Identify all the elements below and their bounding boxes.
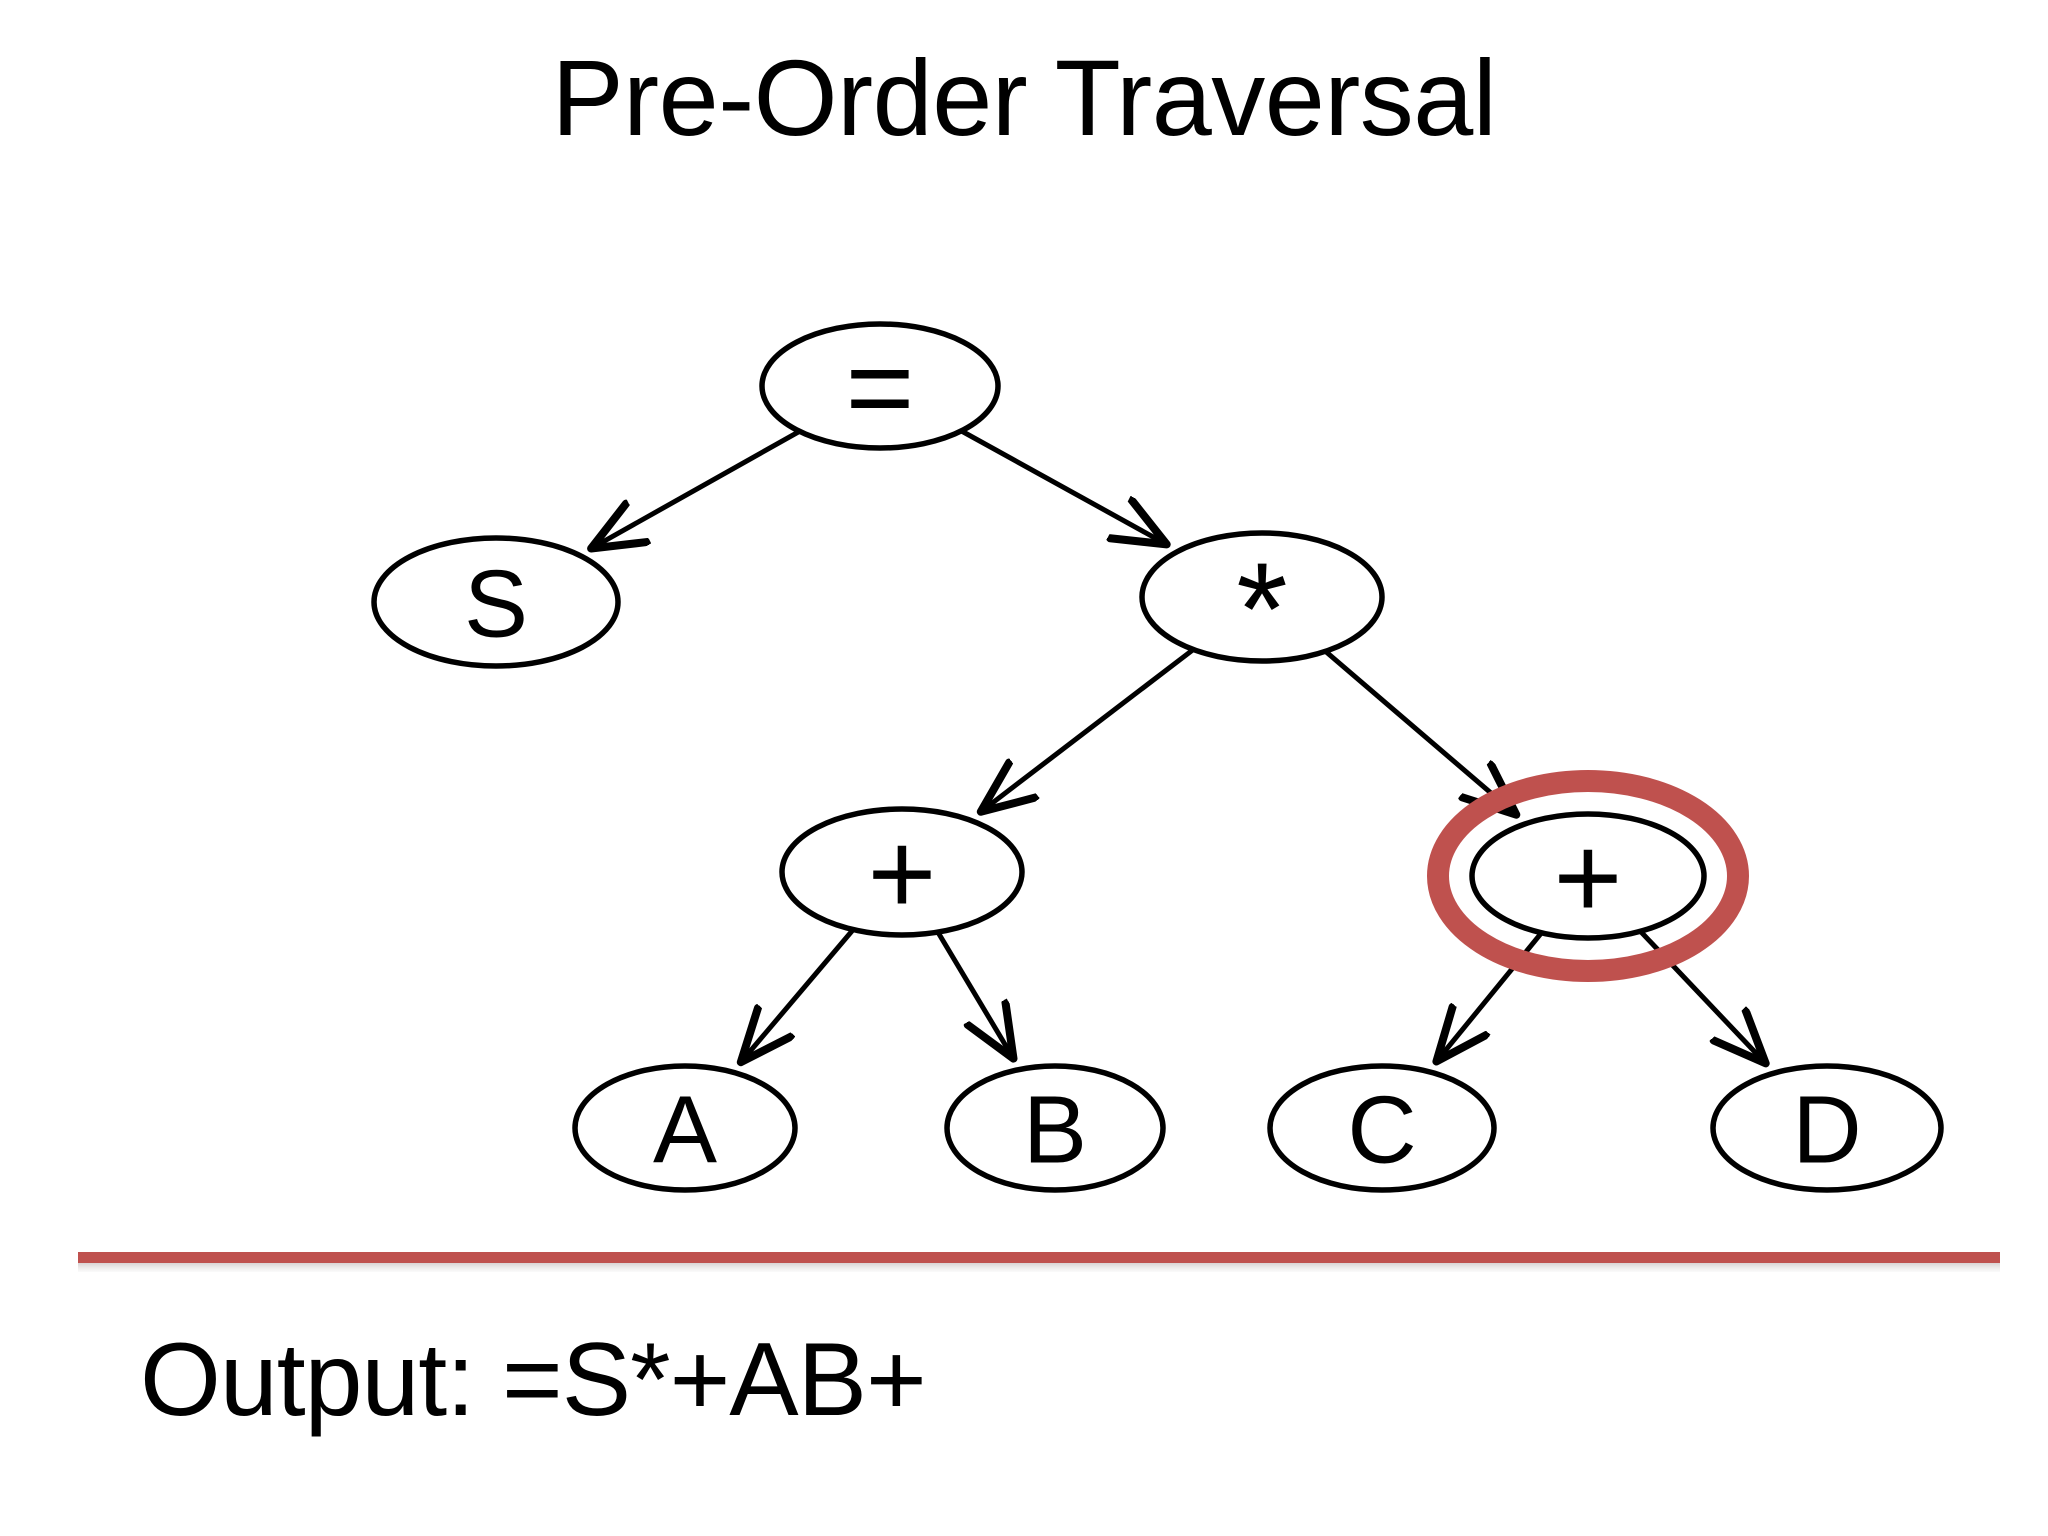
node-outline-right1 — [1139, 530, 1385, 664]
output-label: Output: =S*+AB+ — [140, 1322, 927, 1438]
node-label-left1: S — [464, 551, 528, 658]
node-label-root: = — [846, 322, 915, 454]
node-outline-leafD — [1710, 1063, 1944, 1193]
node-outline-left1 — [371, 535, 621, 669]
tree-edge-plusL-to-leafA — [741, 922, 860, 1063]
node-outline-plusR — [1469, 811, 1707, 941]
node-label-leafA: A — [653, 1077, 717, 1184]
tree-node-leafA[interactable]: A — [572, 1063, 798, 1193]
tree-node-plusR[interactable]: + — [1469, 811, 1707, 944]
node-outline-leafC — [1267, 1063, 1497, 1193]
tree-node-root[interactable]: = — [759, 321, 1001, 454]
node-label-leafB: B — [1023, 1077, 1087, 1184]
current-node-highlight-ring — [1427, 770, 1749, 982]
node-outline-leafA — [572, 1063, 798, 1193]
tree-node-layer: = S * + + A B C D — [371, 321, 1944, 1193]
tree-edge-root-to-left1 — [591, 425, 807, 549]
tree-node-leafB[interactable]: B — [944, 1063, 1166, 1193]
tree-node-right1[interactable]: * — [1139, 530, 1385, 683]
tree-node-plusL[interactable]: + — [779, 806, 1025, 940]
tree-node-leafC[interactable]: C — [1267, 1063, 1497, 1193]
page-title: Pre-Order Traversal — [551, 37, 1497, 158]
accent-divider-line — [78, 1252, 2000, 1263]
node-label-leafD: D — [1792, 1077, 1861, 1184]
tree-edge-right1-to-plusL — [981, 643, 1201, 812]
node-label-right1: * — [1236, 536, 1287, 683]
tree-edge-plusL-to-leafB — [932, 925, 1014, 1059]
tree-edge-plusR-to-leafC — [1436, 926, 1548, 1062]
tree-edge-root-to-right1 — [953, 425, 1166, 545]
tree-node-leafD[interactable]: D — [1710, 1063, 1944, 1193]
tree-edge-right1-to-plusR — [1318, 645, 1516, 815]
tree-highlight-layer — [1427, 770, 1749, 982]
tree-node-left1[interactable]: S — [371, 535, 621, 669]
node-outline-leafB — [944, 1063, 1166, 1193]
node-label-leafC: C — [1347, 1077, 1416, 1184]
node-outline-root — [759, 321, 1001, 451]
tree-edge-layer — [591, 425, 1766, 1064]
node-outline-plusL — [779, 806, 1025, 938]
node-label-plusL: + — [868, 808, 937, 940]
accent-divider-shadow — [78, 1263, 2000, 1272]
node-label-plusR: + — [1554, 812, 1623, 944]
